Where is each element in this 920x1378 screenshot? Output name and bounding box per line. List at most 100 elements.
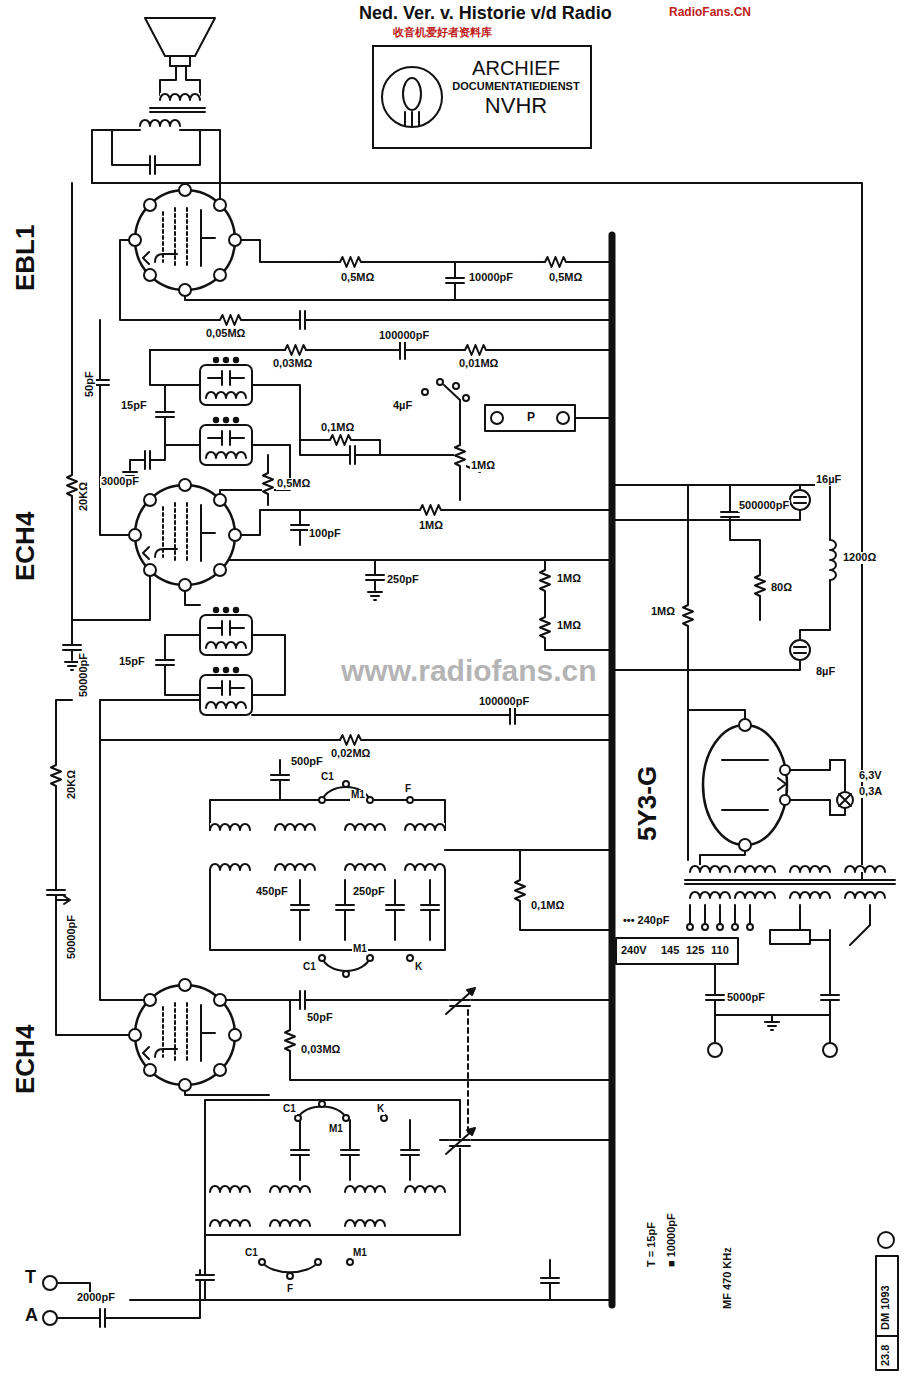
power-transformer	[717, 924, 723, 930]
circuit	[446, 988, 475, 1014]
rectifier-tube	[780, 765, 790, 775]
circuit	[405, 823, 445, 830]
wire	[612, 580, 830, 670]
circuit	[200, 668, 252, 715]
component-value: 1MΩ	[650, 606, 676, 618]
wire	[130, 1235, 612, 1300]
wave-switch	[444, 385, 460, 400]
socket-name: P	[526, 411, 536, 424]
power-transformer	[790, 891, 830, 898]
tube-name: EBL1	[12, 224, 39, 292]
circuit	[514, 875, 526, 905]
document-number: 23.8	[880, 1344, 892, 1367]
wire	[100, 700, 612, 1000]
circuit	[830, 540, 837, 580]
circuit	[270, 1185, 310, 1192]
heading: Ned. Ver. v. Historie v/d Radio	[358, 4, 613, 23]
component-value: 8µF	[815, 666, 836, 678]
circuit	[200, 418, 252, 465]
component-value: 0,01MΩ	[458, 358, 499, 370]
circuit	[765, 1022, 779, 1030]
circuit	[336, 904, 354, 911]
power-transformer	[850, 925, 870, 945]
circuit	[210, 1219, 250, 1226]
stamp-text: NVHR	[452, 93, 580, 118]
component-value: 500000pF	[738, 500, 790, 512]
circuit	[754, 570, 766, 600]
component-value: 1MΩ	[418, 520, 444, 532]
component-value: 50000pF	[66, 914, 78, 960]
wave-switch	[319, 781, 413, 977]
circuit	[541, 1277, 559, 1284]
wave-switch	[262, 1262, 318, 1272]
note: ■ 10000pF	[666, 1212, 678, 1268]
wire	[185, 1085, 260, 1095]
wire	[545, 560, 612, 650]
component-value: 50pF	[84, 370, 96, 398]
power-transformer	[616, 865, 895, 964]
circuit	[509, 706, 516, 724]
ground-arrow	[56, 896, 70, 904]
circuit	[280, 344, 310, 356]
tube-name: ECH4	[12, 511, 39, 582]
power-transformer	[685, 880, 895, 884]
wire	[56, 700, 135, 1035]
wire	[252, 385, 460, 455]
wave-switch	[259, 1101, 387, 1279]
mains-plug	[823, 1043, 837, 1057]
document-tag	[876, 1256, 898, 1370]
circuit	[275, 823, 315, 830]
component-value: 15pF	[120, 400, 148, 412]
wave-switch	[367, 955, 373, 961]
wave-switch	[295, 1115, 301, 1121]
circuit	[401, 1149, 419, 1156]
speaker-symbol	[145, 18, 215, 66]
switch-position: K	[414, 962, 423, 973]
circuit	[539, 565, 551, 595]
component-value: 16µF	[815, 474, 842, 486]
wave-switch	[319, 955, 325, 961]
power-transformer	[702, 924, 708, 930]
wave-switch	[463, 395, 469, 401]
pickup-socket	[491, 412, 503, 424]
switch-position: F	[286, 1284, 294, 1295]
wire	[56, 66, 870, 1318]
circuit	[366, 574, 384, 581]
circuit	[345, 1219, 385, 1226]
circuit	[144, 451, 151, 469]
circuit	[368, 592, 382, 600]
component-value: 50000pF	[78, 652, 90, 698]
circuit	[140, 119, 180, 126]
circuit	[251, 1094, 269, 1101]
wire	[612, 485, 830, 540]
circuit	[271, 774, 289, 781]
component-value: 250pF	[352, 886, 386, 898]
circuit	[149, 156, 156, 174]
circuit	[291, 524, 309, 531]
circuit	[156, 411, 174, 418]
wave-switch	[407, 797, 413, 803]
wire	[160, 66, 200, 95]
wave-switch	[343, 971, 349, 977]
circuit	[335, 256, 365, 268]
wave-switch	[322, 958, 370, 971]
stamp-logo	[382, 67, 442, 127]
component-value: 0,05MΩ	[205, 328, 246, 340]
wave-switch	[381, 1115, 387, 1121]
component-value: 0,02MΩ	[330, 748, 371, 760]
circuit	[421, 904, 439, 911]
note: MF 470 KHz	[722, 1246, 734, 1310]
tube-name: 5Y3-G	[634, 765, 661, 842]
voltage-tap: 125	[685, 945, 705, 957]
component-value: 0,5MΩ	[340, 272, 375, 284]
circuit	[790, 490, 810, 510]
component-value: 250pF	[386, 574, 420, 586]
wave-switch	[422, 379, 469, 401]
circuit	[446, 277, 464, 284]
power-transformer	[735, 865, 775, 872]
rectifier-tube	[703, 725, 787, 845]
circuit	[129, 979, 241, 1091]
chassis-bus	[609, 235, 616, 1305]
document-tag	[876, 1335, 898, 1337]
component-value: 20KΩ	[66, 769, 78, 800]
